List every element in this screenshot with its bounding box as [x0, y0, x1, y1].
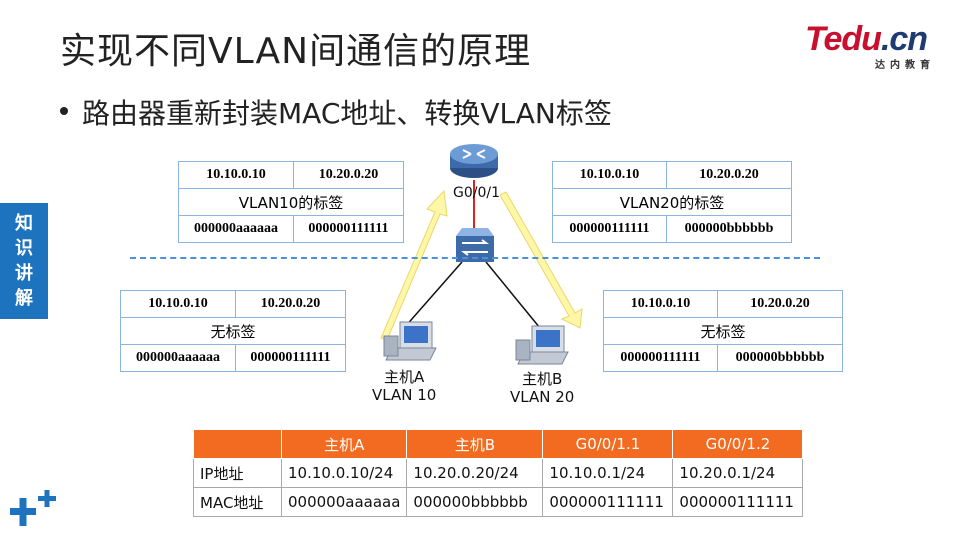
ip-src: 10.10.0.10 [552, 161, 667, 189]
slide-title: 实现不同VLAN间通信的原理 [60, 31, 532, 72]
table-header-cell [193, 429, 282, 459]
vlan-tag: VLAN10的标签 [178, 188, 404, 216]
table-header-cell: 主机B [406, 429, 544, 459]
table-header-cell: G0/0/1.1 [542, 429, 674, 459]
table-cell: 000000111111 [542, 487, 674, 517]
switch-hostb-link [485, 261, 541, 329]
bullet-point: 路由器重新封装MAC地址、转换VLAN标签 [60, 92, 612, 132]
logo-sub: 达内教育 [875, 60, 935, 71]
side-tab-knowledge: 知 识 讲 解 [0, 203, 48, 319]
table-header-cell: G0/0/1.2 [672, 429, 804, 459]
ip-src: 10.10.0.10 [120, 290, 236, 318]
tedu-logo: Tedu.cn 达内教育 [805, 22, 935, 72]
bullet-text: 路由器重新封装MAC地址、转换VLAN标签 [82, 97, 612, 130]
table-cell: IP地址 [193, 458, 282, 488]
table-row: IP地址 10.10.0.10/24 10.20.0.20/24 10.10.0… [193, 458, 804, 488]
host-a-pc-icon [383, 321, 437, 361]
switch-hosta-link [403, 261, 463, 329]
ip-dst: 10.20.0.20 [292, 161, 405, 189]
mac-src: 000000aaaaaa [178, 215, 294, 243]
mac-dst: 000000bbbbbb [666, 215, 792, 243]
ip-dst: 10.20.0.20 [234, 290, 347, 318]
table-cell: 10.10.0.10/24 [280, 458, 408, 488]
vlan-boundary-dashed-line [130, 257, 820, 259]
logo-main: Tedu.cn [805, 20, 928, 58]
table-cell: 000000aaaaaa [280, 487, 408, 517]
mac-src: 000000111111 [552, 215, 667, 243]
bullet-dot [60, 107, 68, 115]
address-info-table: 主机A 主机B G0/0/1.1 G0/0/1.2 IP地址 10.10.0.1… [193, 429, 804, 517]
ip-dst: 10.20.0.20 [717, 290, 843, 318]
table-cell: 10.10.0.1/24 [542, 458, 674, 488]
vlan-tag: 无标签 [120, 317, 346, 345]
arrow-up-icon [380, 189, 448, 341]
table-cell: 10.20.0.20/24 [406, 458, 544, 488]
mac-dst: 000000bbbbbb [717, 344, 843, 372]
mac-src: 000000aaaaaa [120, 344, 236, 372]
mac-dst: 000000111111 [234, 344, 347, 372]
side-tab-char: 知 [15, 213, 33, 234]
router-port-label: G0/0/1 [453, 185, 501, 201]
table-cell: MAC地址 [193, 487, 282, 517]
table-cell: 000000111111 [672, 487, 804, 517]
table-cell: 000000bbbbbb [406, 487, 544, 517]
plus-decoration-icon [10, 490, 56, 526]
side-tab-char: 解 [15, 288, 33, 309]
ip-src: 10.10.0.10 [603, 290, 718, 318]
table-header-row: 主机A 主机B G0/0/1.1 G0/0/1.2 [193, 429, 804, 459]
host-b-pc-icon [515, 325, 569, 365]
vlan-tag: VLAN20的标签 [552, 188, 792, 216]
mac-dst: 000000111111 [292, 215, 405, 243]
side-tab-char: 识 [15, 238, 33, 259]
table-row: MAC地址 000000aaaaaa 000000bbbbbb 00000011… [193, 487, 804, 517]
router-icon [450, 144, 498, 178]
vlan-tag: 无标签 [603, 317, 843, 345]
table-cell: 10.20.0.1/24 [672, 458, 804, 488]
side-tab-char: 讲 [15, 263, 33, 284]
ip-dst: 10.20.0.20 [666, 161, 792, 189]
mac-src: 000000111111 [603, 344, 718, 372]
table-header-cell: 主机A [280, 429, 408, 459]
arrow-down-icon [499, 191, 583, 329]
ip-src: 10.10.0.10 [178, 161, 294, 189]
